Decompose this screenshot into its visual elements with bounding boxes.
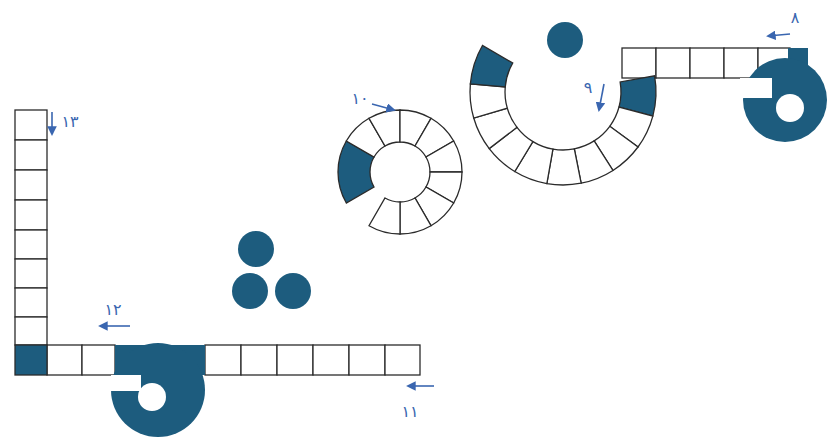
- letter-dots: [232, 22, 583, 309]
- callout-number: ۹: [582, 79, 595, 97]
- callout-number: ۱۱: [399, 403, 420, 421]
- direction-arrows: [52, 34, 790, 386]
- curl-shape: [740, 48, 827, 142]
- callout-number: ۱۰: [349, 90, 370, 108]
- curl-shape: [111, 343, 205, 437]
- callout-number: ۱۲: [102, 301, 123, 319]
- start-cell: [15, 345, 47, 375]
- callout-number: ۱۳: [59, 113, 80, 131]
- track-cells: [15, 48, 790, 375]
- callout-number: ۸: [789, 9, 802, 27]
- curved-track: [338, 46, 656, 235]
